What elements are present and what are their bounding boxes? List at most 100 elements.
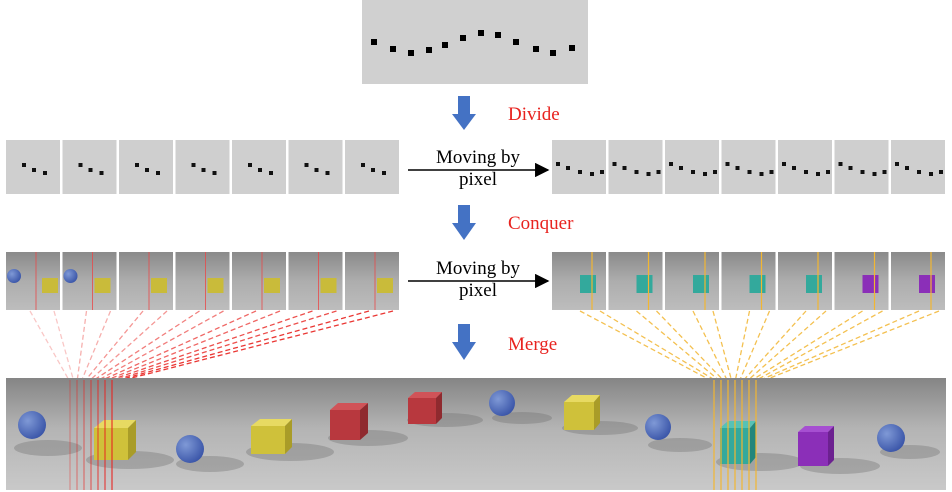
signal-point — [634, 170, 639, 174]
moving-label-line2: pixel — [459, 280, 497, 301]
signal-point — [248, 163, 252, 167]
right-window-lines — [713, 380, 757, 490]
yellow-cube — [207, 278, 224, 293]
signal-point — [145, 168, 149, 172]
signal-point — [939, 170, 943, 174]
yellow-cube — [42, 278, 58, 293]
left-window-lines — [69, 380, 113, 490]
signal-point — [848, 166, 853, 170]
signal-point — [569, 45, 575, 51]
merge-guide-line — [748, 310, 863, 383]
yellow-cube — [251, 419, 292, 454]
signal-point — [735, 166, 740, 170]
signal-point — [408, 50, 414, 56]
merge-guide-line — [97, 310, 257, 383]
blue-sphere — [7, 269, 21, 283]
image-patch — [665, 252, 719, 310]
signal-patch — [175, 140, 230, 194]
signal-point — [691, 170, 695, 174]
signal-point — [566, 166, 570, 170]
signal-point — [201, 168, 206, 172]
signal-point — [769, 170, 774, 174]
signal-point — [804, 170, 808, 174]
signal-point — [478, 30, 484, 36]
merge-guide-line — [692, 310, 729, 383]
signal-point — [22, 163, 26, 167]
signal-point — [747, 170, 752, 174]
blue-sphere — [645, 414, 671, 440]
signal-point — [703, 172, 707, 176]
signal-patch — [834, 140, 889, 194]
signal-point — [905, 166, 909, 170]
image-patch — [834, 252, 889, 310]
merge-guide-line — [29, 310, 71, 383]
merge-guide-line — [111, 310, 370, 383]
signal-point — [156, 171, 160, 175]
signal-point — [860, 170, 865, 174]
image-patch — [608, 252, 663, 310]
signal-point — [258, 168, 262, 172]
merge-guide-line — [752, 310, 883, 383]
moving-label-line2: pixel — [459, 169, 497, 190]
signal-point — [725, 162, 730, 166]
image-patch — [891, 252, 945, 310]
merge-guide-line — [83, 310, 144, 383]
signal-point — [612, 162, 617, 166]
signal-patch — [608, 140, 663, 194]
signal-input-panel — [362, 0, 588, 84]
signal-point — [43, 171, 47, 175]
signal-point — [838, 162, 843, 166]
signal-point — [882, 170, 887, 174]
image-patch — [552, 252, 606, 310]
image-patch — [721, 252, 776, 310]
image-patch — [778, 252, 832, 310]
conquer-label: Conquer — [508, 213, 574, 234]
teal-cube — [580, 275, 596, 293]
divide-arrow — [452, 96, 476, 130]
red-cube — [408, 392, 442, 424]
merge-guide-line — [738, 310, 771, 383]
moving-label-row1: Moving by pixel — [414, 148, 542, 190]
signal-point — [426, 47, 432, 53]
divided-signal-patches — [6, 140, 399, 194]
signal-dots — [371, 30, 575, 56]
signal-point — [590, 172, 594, 176]
signal-point — [550, 50, 556, 56]
signal-patch — [665, 140, 719, 194]
signal-point — [895, 162, 899, 166]
moving-label-line1: Moving by — [436, 258, 520, 279]
signal-point — [917, 170, 921, 174]
merge-guide-line — [80, 310, 112, 383]
conquered-image-patches — [6, 252, 399, 310]
signal-point — [622, 166, 627, 170]
signal-point — [816, 172, 820, 176]
signal-patch — [119, 140, 173, 194]
signal-point — [361, 163, 365, 167]
signal-point — [78, 163, 83, 167]
signal-point — [191, 163, 196, 167]
blue-sphere — [18, 411, 46, 439]
signal-point — [371, 39, 377, 45]
signal-point — [713, 170, 717, 174]
signal-patch — [891, 140, 945, 194]
merge-guide-line — [636, 310, 722, 383]
signal-point — [371, 168, 375, 172]
signal-point — [495, 32, 501, 38]
signal-point — [646, 172, 651, 176]
merge-guide-line — [76, 310, 88, 383]
purple-cube — [919, 275, 935, 293]
teal-cube — [806, 275, 822, 293]
conquer-arrow — [452, 205, 476, 240]
signal-point — [600, 170, 604, 174]
teal-cube — [720, 421, 756, 464]
signal-point — [656, 170, 661, 174]
merge-guide-line — [104, 310, 313, 383]
yellow-cube — [151, 278, 167, 293]
signal-patch — [6, 140, 60, 194]
moving-label-line1: Moving by — [436, 147, 520, 168]
merge-guide-line — [741, 310, 807, 383]
yellow-cube — [564, 395, 600, 430]
yellow-cube — [94, 278, 111, 293]
blue-sphere — [176, 435, 204, 463]
